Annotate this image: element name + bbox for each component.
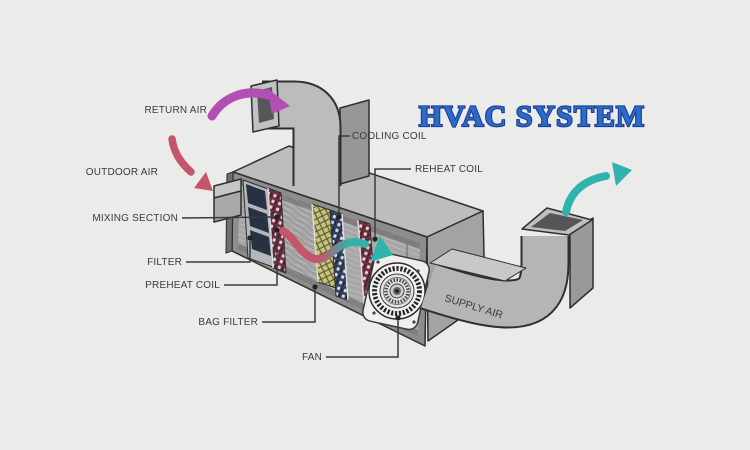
rail bbox=[311, 203, 319, 283]
supply-duct-opening bbox=[531, 213, 583, 231]
return-air-arrow bbox=[207, 88, 290, 121]
leader-bag-filter bbox=[262, 290, 316, 323]
dot-cooling-coil bbox=[336, 214, 342, 220]
supply-duct-top-face bbox=[429, 248, 527, 282]
dot-preheat-coil bbox=[274, 227, 280, 233]
leader-reheat-coil bbox=[374, 168, 411, 236]
labels: RETURN AIR OUTDOOR AIR MIXING SECTION FI… bbox=[86, 105, 483, 363]
dot-mixing-section bbox=[274, 214, 280, 220]
filter-panel-2 bbox=[248, 207, 269, 233]
filter-panel-1 bbox=[246, 184, 267, 210]
leader-cooling-coil bbox=[338, 135, 350, 214]
label-filter: FILTER bbox=[147, 257, 182, 268]
dot-bag-filter bbox=[312, 284, 318, 290]
fan-panel-bolts bbox=[372, 260, 420, 324]
label-cooling-coil: COOLING COIL bbox=[352, 131, 427, 142]
supply-duct-body bbox=[421, 236, 568, 327]
leader-fan bbox=[326, 321, 399, 358]
label-preheat-coil: PREHEAT COIL bbox=[145, 280, 220, 291]
flow-arrows bbox=[168, 88, 632, 264]
label-outdoor-air: OUTDOOR AIR bbox=[86, 167, 158, 178]
leader-mixing-section bbox=[181, 216, 275, 219]
dot-filter bbox=[247, 235, 253, 241]
rail bbox=[267, 187, 274, 269]
mixing-damper-frame bbox=[242, 179, 274, 268]
dot-fan bbox=[395, 315, 401, 321]
label-bag-filter: BAG FILTER bbox=[198, 317, 258, 328]
internal-flow-arrowhead bbox=[370, 236, 393, 262]
return-duct-body bbox=[262, 82, 340, 186]
leader-lines bbox=[181, 135, 411, 358]
label-mixing-section: MIXING SECTION bbox=[92, 213, 178, 224]
page-title: HVAC SYSTEM bbox=[419, 100, 645, 133]
dot-reheat-coil bbox=[372, 236, 378, 242]
leader-filter bbox=[186, 241, 251, 263]
fan-assembly bbox=[362, 251, 430, 331]
internal-flow-arrow bbox=[279, 227, 393, 264]
return-air-arrowhead bbox=[267, 88, 290, 114]
supply-air-arrowhead bbox=[612, 162, 632, 186]
filter-panel-3 bbox=[250, 230, 271, 256]
supply-air-arrow bbox=[562, 162, 632, 216]
fan-icon bbox=[368, 262, 426, 320]
label-reheat-coil: REHEAT COIL bbox=[415, 164, 483, 175]
label-return-air: RETURN AIR bbox=[144, 105, 207, 116]
return-duct-side-face bbox=[339, 99, 370, 185]
outdoor-air-arrow bbox=[168, 135, 213, 191]
leader-preheat-coil bbox=[224, 233, 278, 286]
outdoor-air-arrowhead bbox=[194, 172, 213, 191]
outdoor-air-hood bbox=[213, 178, 242, 223]
supply-air-duct: SUPPLY AIR bbox=[420, 207, 594, 329]
return-air-duct bbox=[250, 79, 370, 186]
rail bbox=[341, 213, 349, 301]
rail bbox=[357, 219, 365, 305]
label-fan: FAN bbox=[302, 352, 322, 363]
